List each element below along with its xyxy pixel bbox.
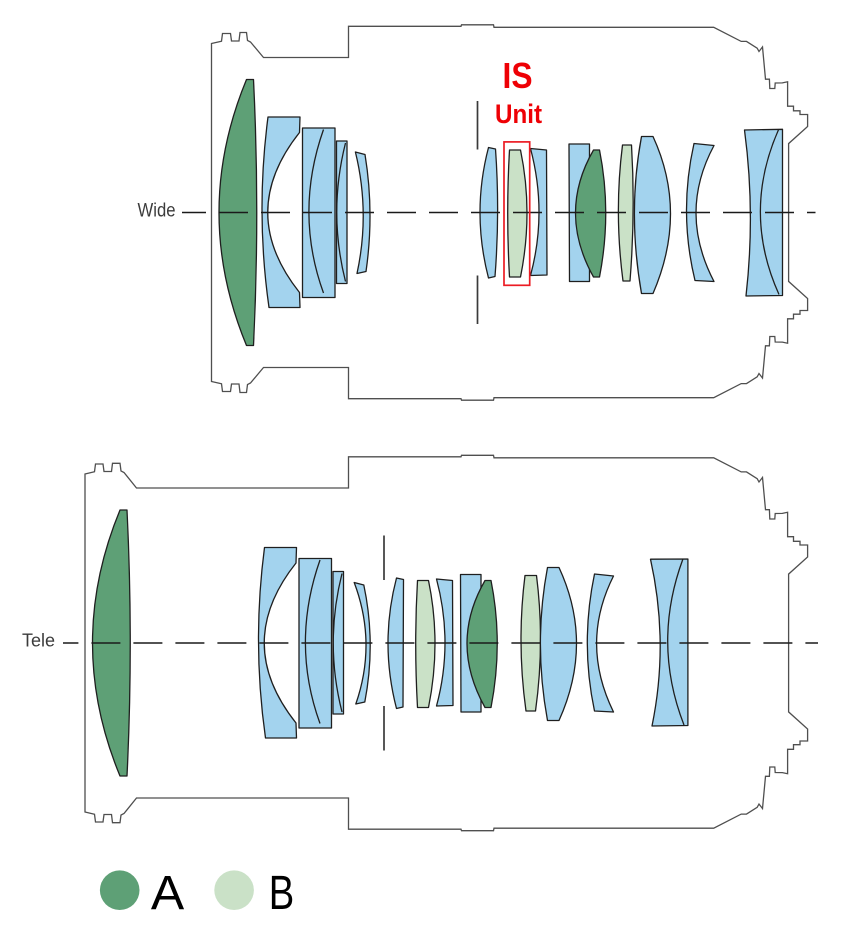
- svg-text:B: B: [269, 866, 295, 920]
- svg-text:IS: IS: [503, 55, 533, 96]
- svg-text:Unit: Unit: [495, 99, 542, 129]
- svg-text:Tele: Tele: [22, 630, 55, 651]
- svg-text:Wide: Wide: [138, 200, 176, 222]
- svg-text:A: A: [151, 866, 185, 920]
